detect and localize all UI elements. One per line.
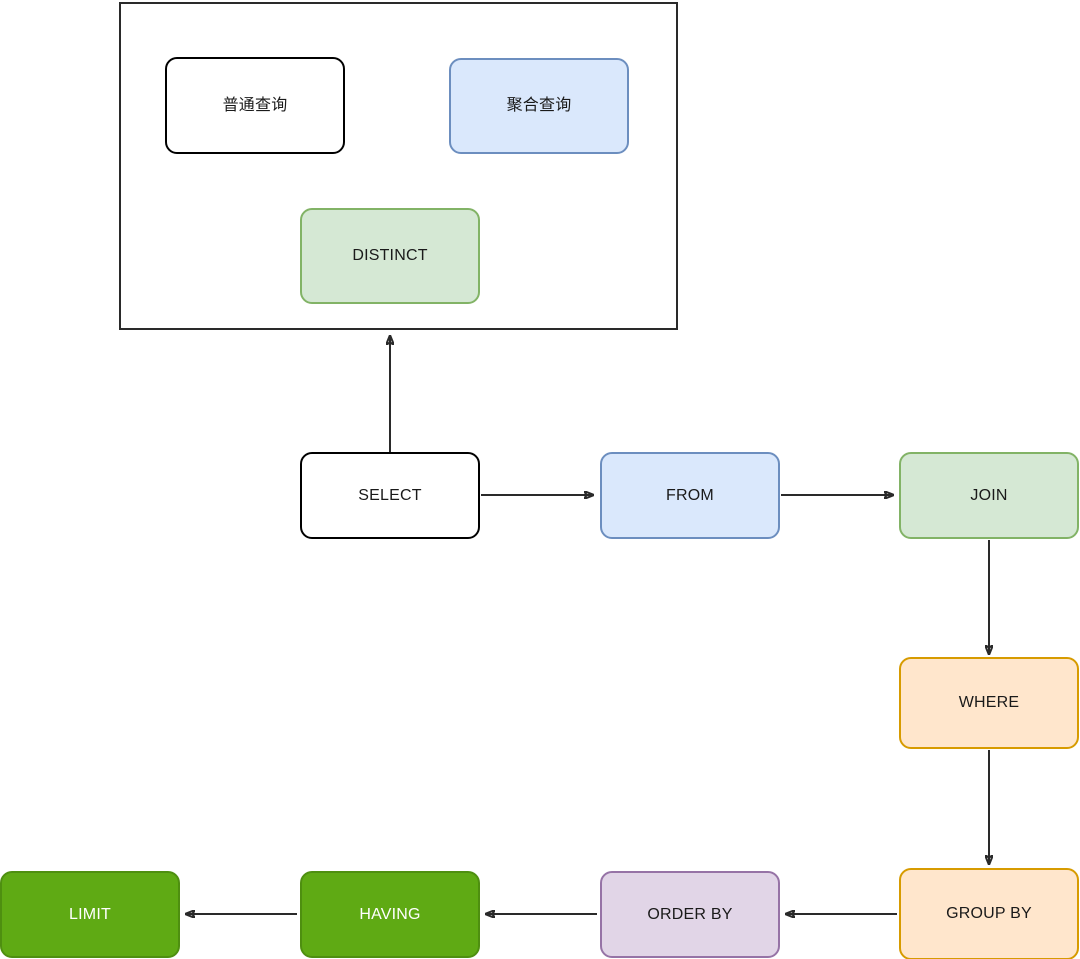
node-distinct-label: DISTINCT [352,247,428,265]
node-where-label: WHERE [958,694,1020,712]
node-distinct[interactable]: DISTINCT [300,208,480,304]
node-order-by-label: ORDER BY [647,905,733,923]
node-ordinary-query-label: 普通查询 [222,96,288,114]
node-limit[interactable]: LIMIT [0,871,180,958]
node-aggregate-query-label: 聚合查询 [506,97,572,115]
node-from-label: FROM [666,486,714,504]
node-order-by[interactable]: ORDER BY [600,871,780,958]
node-group-by-label: GROUP BY [946,905,1032,923]
node-having[interactable]: HAVING [300,871,480,958]
node-join-label: JOIN [970,486,1008,504]
node-having-label: HAVING [359,905,421,923]
node-select-label: SELECT [358,486,422,504]
node-limit-label: LIMIT [69,905,111,923]
node-join[interactable]: JOIN [899,452,1079,539]
node-ordinary-query[interactable]: 普通查询 [165,57,345,154]
node-where[interactable]: WHERE [899,657,1079,749]
node-group-by[interactable]: GROUP BY [899,868,1079,959]
node-aggregate-query[interactable]: 聚合查询 [449,58,629,154]
node-select[interactable]: SELECT [300,452,480,539]
node-from[interactable]: FROM [600,452,780,539]
